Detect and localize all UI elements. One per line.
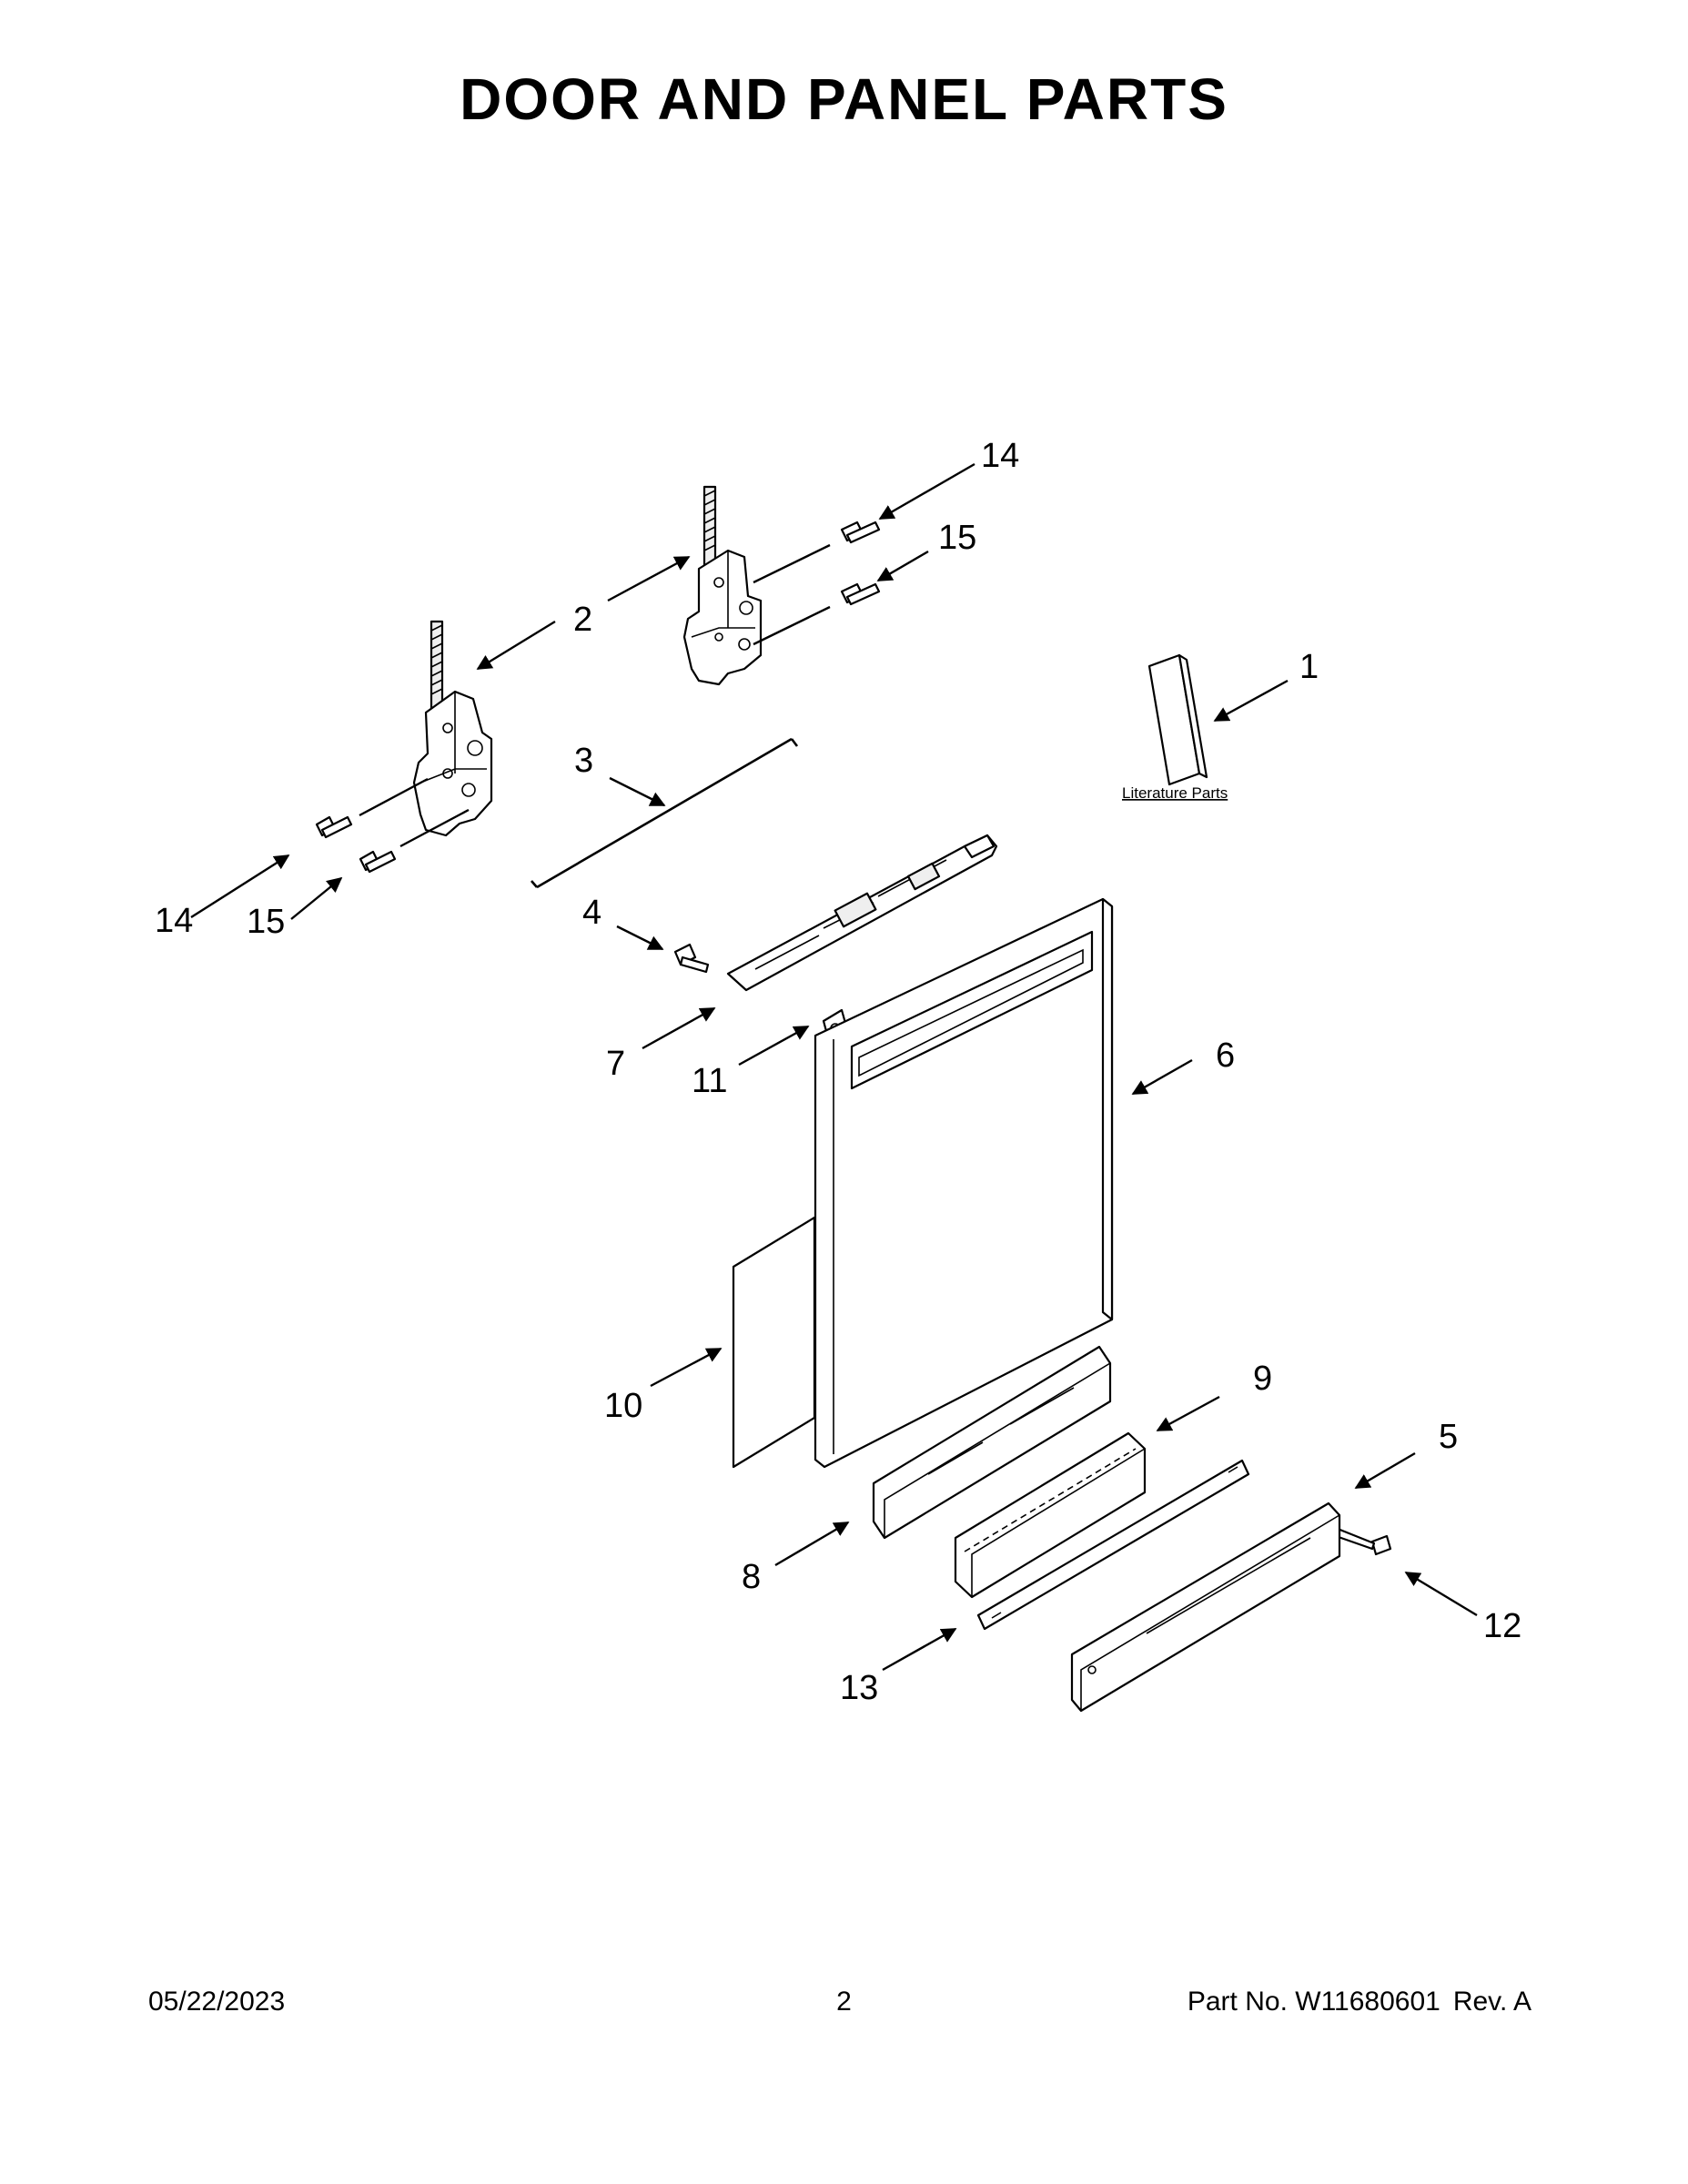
part-number-value: W11680601 xyxy=(1295,1987,1440,2017)
arrow-6 xyxy=(1131,1058,1193,1096)
callout-3: 3 xyxy=(574,742,593,780)
arrow-2b xyxy=(607,555,691,602)
screw-12 xyxy=(1334,1527,1392,1556)
hinge-right xyxy=(682,485,763,686)
revision-label: Rev. xyxy=(1452,1987,1508,2017)
callout-15-lower: 15 xyxy=(247,903,285,941)
literature-parts-label: Literature Parts xyxy=(1122,784,1228,802)
callout-11: 11 xyxy=(692,1062,727,1100)
part-number-label: Part No. xyxy=(1187,1987,1288,2017)
callout-10: 10 xyxy=(604,1387,642,1425)
outer-door-panel xyxy=(814,897,1114,1469)
callout-13: 13 xyxy=(840,1669,878,1707)
page-title: DOOR AND PANEL PARTS xyxy=(460,66,1228,132)
callout-5: 5 xyxy=(1439,1418,1458,1456)
callout-1: 1 xyxy=(1299,648,1319,686)
arrow-14b xyxy=(190,854,290,919)
arrow-2a xyxy=(476,620,556,671)
callout-4: 4 xyxy=(582,894,601,932)
arrow-5 xyxy=(1354,1451,1416,1490)
callout-14-lower: 14 xyxy=(155,902,193,940)
arrow-4 xyxy=(616,925,664,951)
callout-8: 8 xyxy=(742,1558,761,1596)
door-insulation xyxy=(732,1216,816,1469)
arrow-3 xyxy=(609,776,666,807)
arrow-15a xyxy=(876,550,929,582)
revision-value: A xyxy=(1512,1987,1531,2017)
toekick-foam-block-upper xyxy=(872,1345,1112,1540)
arrow-1 xyxy=(1213,679,1289,723)
callout-14-upper: 14 xyxy=(981,437,1019,475)
arrow-9 xyxy=(1156,1395,1220,1432)
arrow-15b xyxy=(290,876,343,920)
arrow-12 xyxy=(1404,1571,1478,1617)
screw-15-lower xyxy=(359,808,470,874)
callout-9: 9 xyxy=(1253,1360,1272,1398)
arrow-11 xyxy=(738,1025,810,1067)
toekick-panel xyxy=(1070,1502,1341,1713)
screw-14-upper xyxy=(753,521,881,584)
screw-15-upper xyxy=(753,582,881,646)
callout-15-upper: 15 xyxy=(938,519,976,557)
toekick-bracket xyxy=(976,1459,1250,1631)
door-top-trim-bracket xyxy=(726,834,998,992)
screw-14-lower xyxy=(315,777,429,839)
leader-arrows xyxy=(190,462,1478,1672)
arrow-14a xyxy=(878,462,975,521)
hinge-left xyxy=(412,620,493,837)
footer-date: 05/22/2023 xyxy=(148,1987,286,2017)
screw-4 xyxy=(673,943,710,974)
toekick-foam-block-lower xyxy=(954,1431,1147,1599)
door-rod xyxy=(531,737,799,889)
callout-6: 6 xyxy=(1216,1036,1235,1075)
callout-7: 7 xyxy=(606,1045,625,1083)
callout-2: 2 xyxy=(573,601,592,639)
arrow-10 xyxy=(650,1347,723,1388)
footer-page-number: 2 xyxy=(836,1987,852,2017)
footer-part-number: Part No. W11680601 Rev. A xyxy=(1188,1987,1531,2017)
literature-parts-booklet xyxy=(1147,653,1208,786)
arrow-13 xyxy=(882,1627,957,1672)
callout-12: 12 xyxy=(1483,1607,1521,1645)
arrow-8 xyxy=(774,1521,850,1567)
callout-labels: 1 2 3 4 5 6 7 8 9 10 11 12 13 14 14 15 1… xyxy=(155,437,1521,1707)
arrow-7 xyxy=(642,1006,716,1050)
